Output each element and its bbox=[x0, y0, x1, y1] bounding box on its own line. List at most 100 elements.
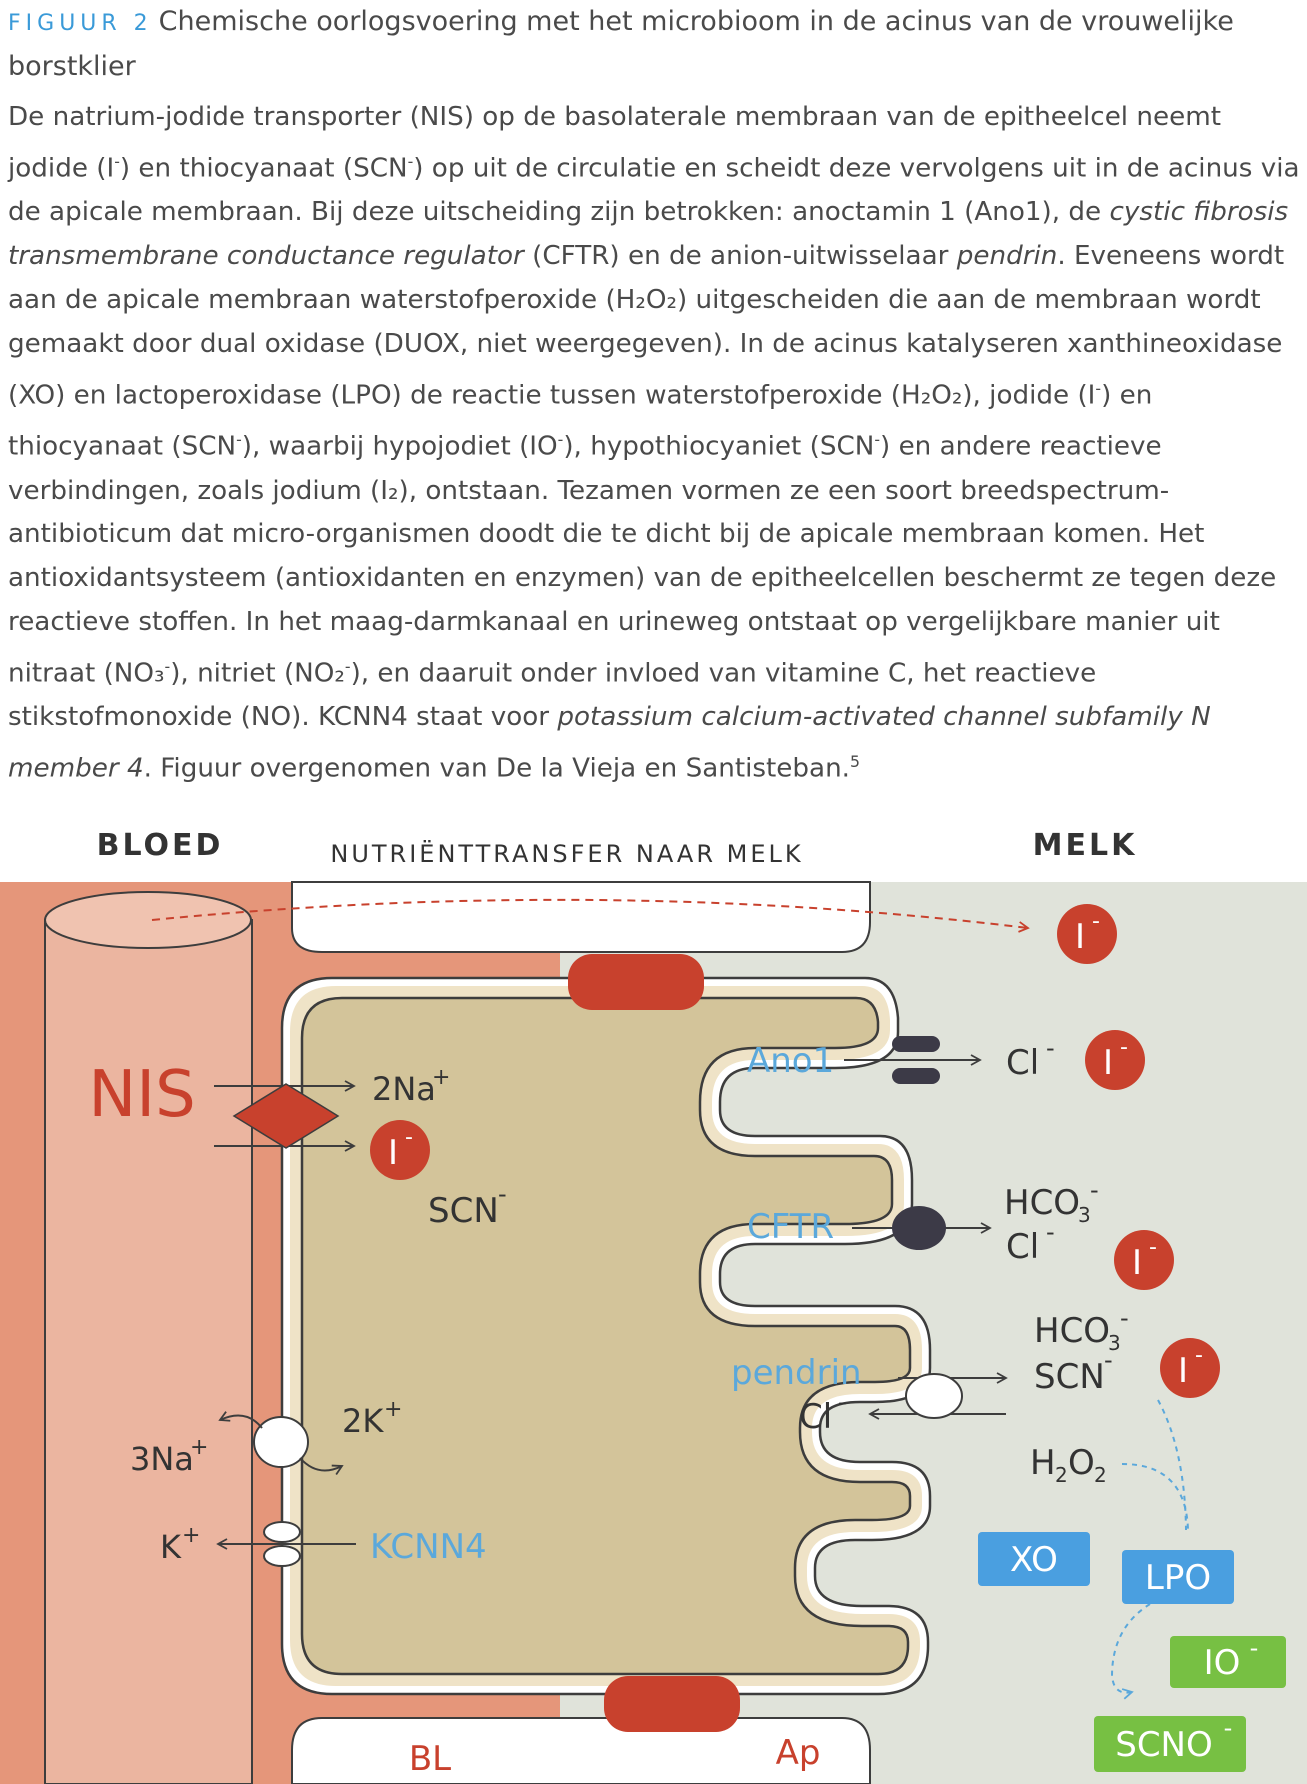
ano1-label: Ano1 bbox=[747, 1041, 834, 1081]
caption-text: ) en andere reactieve verbindingen, zoal… bbox=[8, 431, 1277, 689]
pendrin-channel bbox=[905, 1373, 963, 1419]
caption-italic: potassium calcium-activated channel subf… bbox=[8, 702, 1211, 784]
plus-sign: + bbox=[432, 1065, 450, 1090]
caption-text: ), hypothiocyaniet (SCN bbox=[563, 431, 875, 462]
milk-header: MELK bbox=[1033, 828, 1138, 863]
hco3-label: HCO bbox=[1004, 1183, 1080, 1223]
scno-product-box bbox=[1094, 1716, 1246, 1772]
cftr-label: CFTR bbox=[747, 1207, 834, 1247]
caption-italic: cystic fibrosis transmembrane conductanc… bbox=[8, 197, 1289, 272]
tight-junction-bottom bbox=[604, 1676, 740, 1732]
na-efflux-arrow bbox=[218, 1411, 263, 1429]
io-product-box bbox=[1170, 1636, 1286, 1688]
blood-vessel bbox=[44, 919, 253, 1784]
minus-sign: - bbox=[1120, 1035, 1128, 1060]
h2o2-label: H bbox=[1030, 1443, 1056, 1483]
iodide-badge-ano1 bbox=[1085, 1030, 1145, 1090]
tight-junction-top bbox=[568, 954, 704, 1010]
lower-neighbour-cell bbox=[291, 1717, 871, 1784]
superscript-minus: - bbox=[874, 430, 881, 450]
ano1-channel bbox=[892, 1068, 940, 1084]
hco3-label: HCO bbox=[1034, 1311, 1110, 1351]
lpo-label: LPO bbox=[1145, 1558, 1211, 1598]
caption-text: ), nitriet (NO₂ bbox=[170, 658, 345, 689]
plus-sign: + bbox=[384, 1397, 402, 1422]
iodide-to-lpo-arrow bbox=[1157, 1399, 1187, 1531]
ano1-channel bbox=[892, 1036, 940, 1052]
minus-sign: - bbox=[405, 1125, 413, 1150]
minus-sign: - bbox=[1090, 1176, 1099, 1204]
acinus-diagram: BLOED NUTRIËNTTRANSFER NAAR MELK MELK I … bbox=[0, 828, 1307, 1784]
minus-sign: - bbox=[1224, 1714, 1233, 1742]
caption-body: De natrium-jodide transporter (NIS) op d… bbox=[8, 96, 1303, 792]
minus-sign: - bbox=[1104, 1346, 1113, 1374]
subscript-3: 3 bbox=[1078, 1203, 1091, 1227]
minus-sign: - bbox=[1250, 1634, 1259, 1662]
subscript-2: 2 bbox=[1094, 1463, 1107, 1487]
caption-text: ), waarbij hypojodiet (IO bbox=[241, 431, 558, 462]
superscript-minus: - bbox=[557, 430, 564, 450]
iodide-badge-pendrin bbox=[1160, 1338, 1220, 1398]
k-influx-arrow bbox=[299, 1457, 344, 1476]
superscript-minus: - bbox=[164, 656, 171, 676]
kcnn4-channel bbox=[263, 1545, 301, 1567]
cl-label: Cl bbox=[1006, 1227, 1039, 1267]
iodide-label: I bbox=[1075, 917, 1085, 957]
h2o2-to-lpo-arrow bbox=[1121, 1463, 1189, 1531]
iodide-label: I bbox=[388, 1133, 398, 1173]
iodide-badge-cftr bbox=[1114, 1230, 1174, 1290]
caption-title: Chemische oorlogsvoering met het microbi… bbox=[8, 6, 1234, 82]
caption-text: ) en thiocyanaat (SCN bbox=[8, 380, 1153, 462]
basolateral-label: BL bbox=[409, 1739, 451, 1779]
k2-label: 2K bbox=[342, 1402, 384, 1440]
plus-sign: + bbox=[182, 1523, 200, 1548]
minus-sign: - bbox=[1149, 1235, 1157, 1260]
superscript-minus: - bbox=[1095, 378, 1102, 398]
scn-milk-label: SCN bbox=[1034, 1357, 1105, 1397]
plus-sign: + bbox=[190, 1435, 208, 1460]
superscript-minus: - bbox=[114, 151, 120, 171]
xo-box bbox=[978, 1532, 1090, 1586]
apical-label: Ap bbox=[776, 1733, 821, 1773]
subscript-3: 3 bbox=[1108, 1331, 1121, 1355]
k-label: K bbox=[160, 1528, 182, 1566]
superscript-minus: - bbox=[236, 430, 242, 450]
caption-text: . Eveneens wordt aan de apicale membraan… bbox=[8, 241, 1285, 411]
iodide-badge-milk-top bbox=[1057, 904, 1117, 964]
minus-sign: - bbox=[1046, 1218, 1055, 1246]
lpo-to-products-arrow bbox=[1110, 1603, 1151, 1700]
iodide-label: I bbox=[1103, 1043, 1113, 1083]
caption-text: ), en daaruit onder invloed van vitamine… bbox=[8, 658, 1097, 733]
iodide-label: I bbox=[1132, 1243, 1142, 1283]
xo-label: XO bbox=[1010, 1540, 1058, 1580]
figure-label: FIGUUR 2 bbox=[8, 11, 153, 36]
iodide-badge-cell bbox=[370, 1120, 430, 1180]
minus-sign: - bbox=[1092, 909, 1100, 934]
caption-text: ) en thiocyanaat (SCN bbox=[119, 153, 408, 184]
caption-italic: pendrin bbox=[956, 241, 1058, 272]
io-label: IO bbox=[1204, 1643, 1241, 1683]
minus-sign: - bbox=[1046, 1034, 1055, 1062]
superscript-minus: - bbox=[407, 151, 414, 171]
o-label: O bbox=[1068, 1443, 1095, 1483]
caption-text: De natrium-jodide transporter (NIS) op d… bbox=[8, 102, 1222, 184]
caption-text: ) op uit de circulatie en scheidt deze v… bbox=[8, 153, 1300, 228]
kcnn4-channel bbox=[263, 1521, 301, 1543]
na3-label: 3Na bbox=[130, 1440, 194, 1478]
cftr-channel bbox=[892, 1206, 946, 1250]
scno-label: SCNO bbox=[1115, 1725, 1213, 1765]
na2-label: 2Na bbox=[372, 1070, 436, 1108]
minus-sign: - bbox=[1120, 1304, 1129, 1332]
kcnn4-label: KCNN4 bbox=[370, 1527, 487, 1567]
minus-sign: - bbox=[498, 1180, 507, 1208]
minus-sign: - bbox=[1195, 1343, 1203, 1368]
pendrin-label: pendrin bbox=[731, 1353, 862, 1393]
iodide-label: I bbox=[1178, 1351, 1188, 1391]
iodide-transfer-arrow bbox=[151, 898, 1030, 933]
upper-neighbour-cell bbox=[291, 881, 871, 953]
blood-header: BLOED bbox=[97, 828, 224, 863]
blood-vessel-top bbox=[44, 891, 252, 949]
subscript-2: 2 bbox=[1055, 1463, 1068, 1487]
